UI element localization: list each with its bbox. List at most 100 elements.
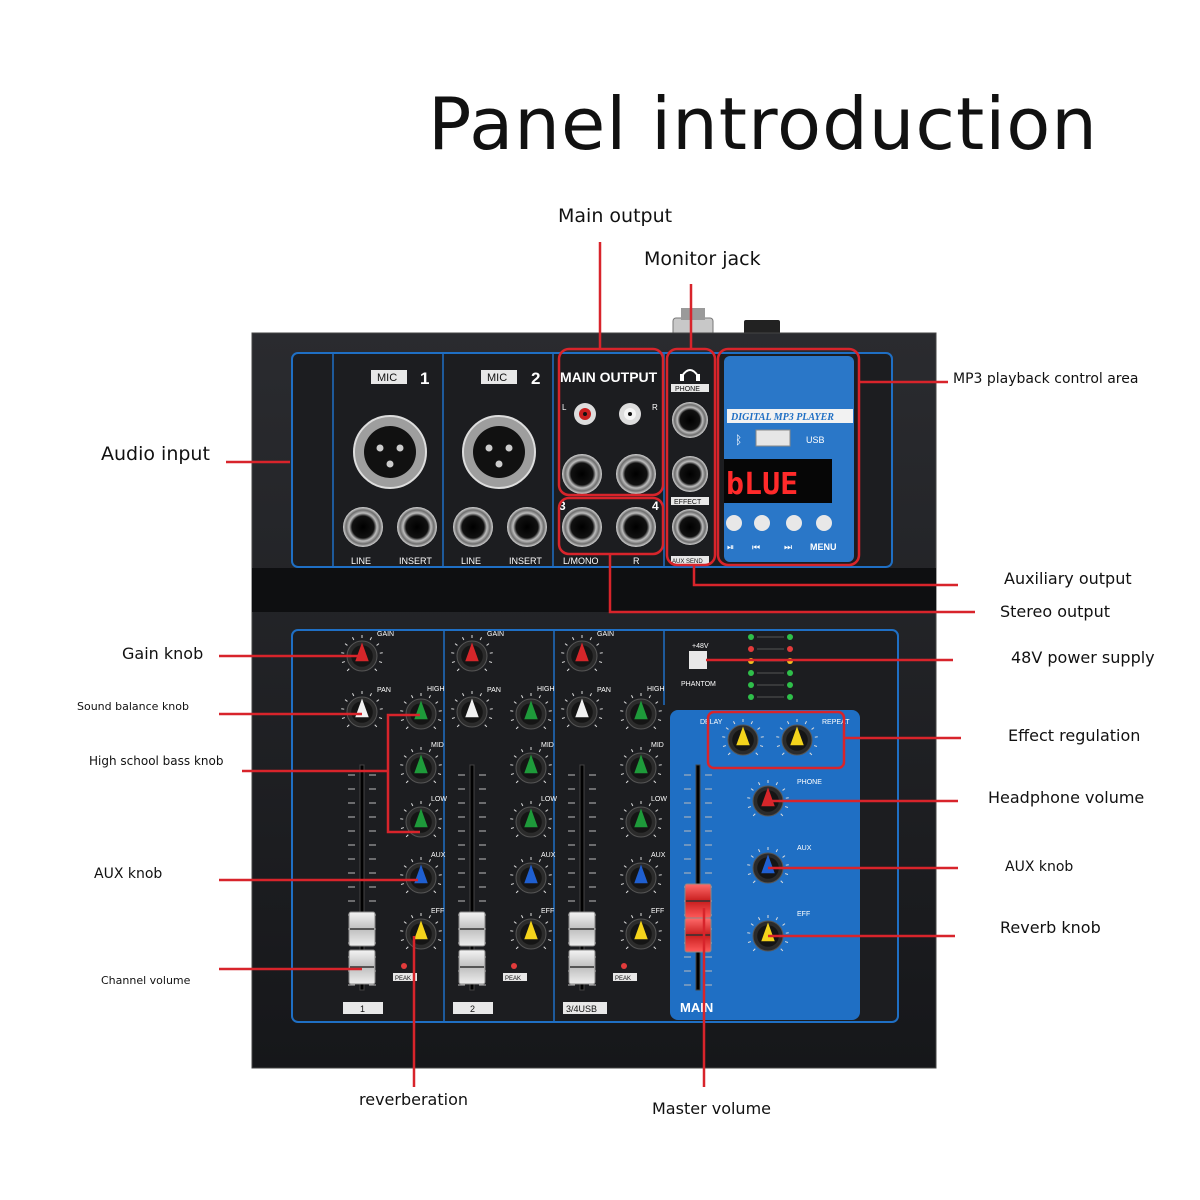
led-left-3 [748, 670, 754, 676]
channel-fader-3[interactable] [568, 764, 596, 991]
insert-label-2: INSERT [509, 556, 542, 566]
callout-sound-balance: Sound balance knob [77, 700, 189, 713]
high-knob-2[interactable] [510, 693, 552, 730]
bluetooth-icon: ᛒ [735, 433, 742, 447]
mid-knob-1[interactable] [400, 747, 442, 784]
high-label-3: HIGH [647, 686, 665, 693]
callout-reverberation: reverberation [359, 1090, 468, 1109]
xlr-inputs [353, 415, 536, 489]
eff-knob-2[interactable] [510, 913, 552, 950]
pan-knob-3[interactable] [561, 691, 603, 728]
led-left-5 [748, 694, 754, 700]
pan-label-1: PAN [377, 687, 391, 694]
aux-knob-label: AUX [797, 845, 812, 852]
mid-knob-2[interactable] [510, 747, 552, 784]
line-label-2: LINE [461, 556, 481, 566]
high-knob-3[interactable] [620, 693, 662, 730]
eff-knob-1[interactable] [400, 913, 442, 950]
peak-label-3: PEAK [615, 976, 631, 982]
strip2-label: 2 [470, 1004, 475, 1014]
aux-label-3: AUX [651, 852, 666, 859]
line-label-1: LINE [351, 556, 371, 566]
aux-knob-2[interactable] [510, 857, 552, 894]
r-label: R [633, 556, 640, 566]
mid-label-3: MID [651, 742, 664, 749]
aux-send-label: AUX SEND [672, 559, 703, 565]
mp3-display [724, 459, 832, 503]
delay-knob[interactable] [722, 719, 764, 756]
gain-knob-1[interactable] [341, 635, 383, 672]
led-right-1 [787, 646, 793, 652]
aux-label-2: AUX [541, 852, 556, 859]
usb-label: USB [806, 435, 825, 445]
mp3-player-label: DIGITAL MP3 PLAYER [730, 412, 834, 423]
callout-48v: 48V power supply [1011, 648, 1155, 667]
strip3-label: 3/4USB [566, 1004, 597, 1014]
num4-label: 4 [652, 499, 659, 513]
aux-knob-1[interactable] [400, 857, 442, 894]
pan-knob-1[interactable] [341, 691, 383, 728]
strip1-label: 1 [360, 1004, 365, 1014]
aux-knob-3[interactable] [620, 857, 662, 894]
mp3-buttons: ⏯ ⏮ ⏭ [726, 515, 832, 552]
phantom-button[interactable] [689, 651, 707, 669]
callout-channel-volume: Channel volume [101, 974, 191, 987]
mid-label-2: MID [541, 742, 554, 749]
main-out-r: R [652, 403, 658, 412]
led-right-0 [787, 634, 793, 640]
low-knob-3[interactable] [620, 801, 662, 838]
pan-label-3: PAN [597, 687, 611, 694]
svg-text:⏯: ⏯ [727, 542, 734, 552]
low-knob-1[interactable] [400, 801, 442, 838]
channel-fader-1-cap2[interactable] [348, 949, 376, 985]
mid-knob-3[interactable] [620, 747, 662, 784]
l-mono-label: L/MONO [563, 556, 599, 566]
eff-label-2: EFF [541, 908, 554, 915]
high-label-1: HIGH [427, 686, 445, 693]
ch2-number: 2 [531, 369, 540, 388]
eff-label-3: EFF [651, 908, 664, 915]
callout-lines [219, 242, 975, 1087]
delay-label: DELAY [700, 719, 723, 726]
callout-headphone-volume: Headphone volume [988, 788, 1145, 807]
callout-mp3-area: MP3 playback control area [953, 371, 1139, 387]
master-fader-cap2[interactable] [684, 917, 712, 953]
mid-label-1: MID [431, 742, 444, 749]
menu-label: MENU [810, 542, 837, 552]
top-connectors [672, 308, 780, 337]
gain-knob-3[interactable] [561, 635, 603, 672]
channel-fader-3-cap2[interactable] [568, 949, 596, 985]
gain-knob-2[interactable] [451, 635, 493, 672]
pan-knob-2[interactable] [451, 691, 493, 728]
pan-label-2: PAN [487, 687, 501, 694]
phone-label: PHONE [675, 386, 700, 393]
led-right-4 [787, 682, 793, 688]
eff-knob-3[interactable] [620, 913, 662, 950]
callout-audio-input: Audio input [101, 443, 210, 465]
low-label-3: LOW [651, 796, 667, 803]
svg-text:⏭: ⏭ [784, 542, 792, 552]
effect-label: EFFECT [674, 499, 702, 506]
peak-label-1: PEAK [395, 976, 411, 982]
headphone-icon [680, 369, 700, 381]
channel-fader-2-cap2[interactable] [458, 949, 486, 985]
phone-knob-label: PHONE [797, 779, 822, 786]
peak-led-1 [401, 963, 407, 969]
callout-reverb-knob: Reverb knob [1000, 918, 1101, 937]
knobs [341, 635, 818, 952]
v48-label: +48V [692, 643, 709, 650]
repeat-knob[interactable] [776, 719, 818, 756]
aux-label-1: AUX [431, 852, 446, 859]
jacks [343, 402, 708, 547]
led-right-5 [787, 694, 793, 700]
gain-label-1: GAIN [377, 631, 394, 638]
callout-high-bass: High school bass knob [89, 754, 224, 768]
low-knob-2[interactable] [510, 801, 552, 838]
led-right-3 [787, 670, 793, 676]
svg-text:⏮: ⏮ [752, 542, 760, 552]
callout-master-volume: Master volume [652, 1099, 771, 1118]
num3-label: 3 [559, 499, 566, 513]
callout-main-output: Main output [558, 205, 673, 227]
